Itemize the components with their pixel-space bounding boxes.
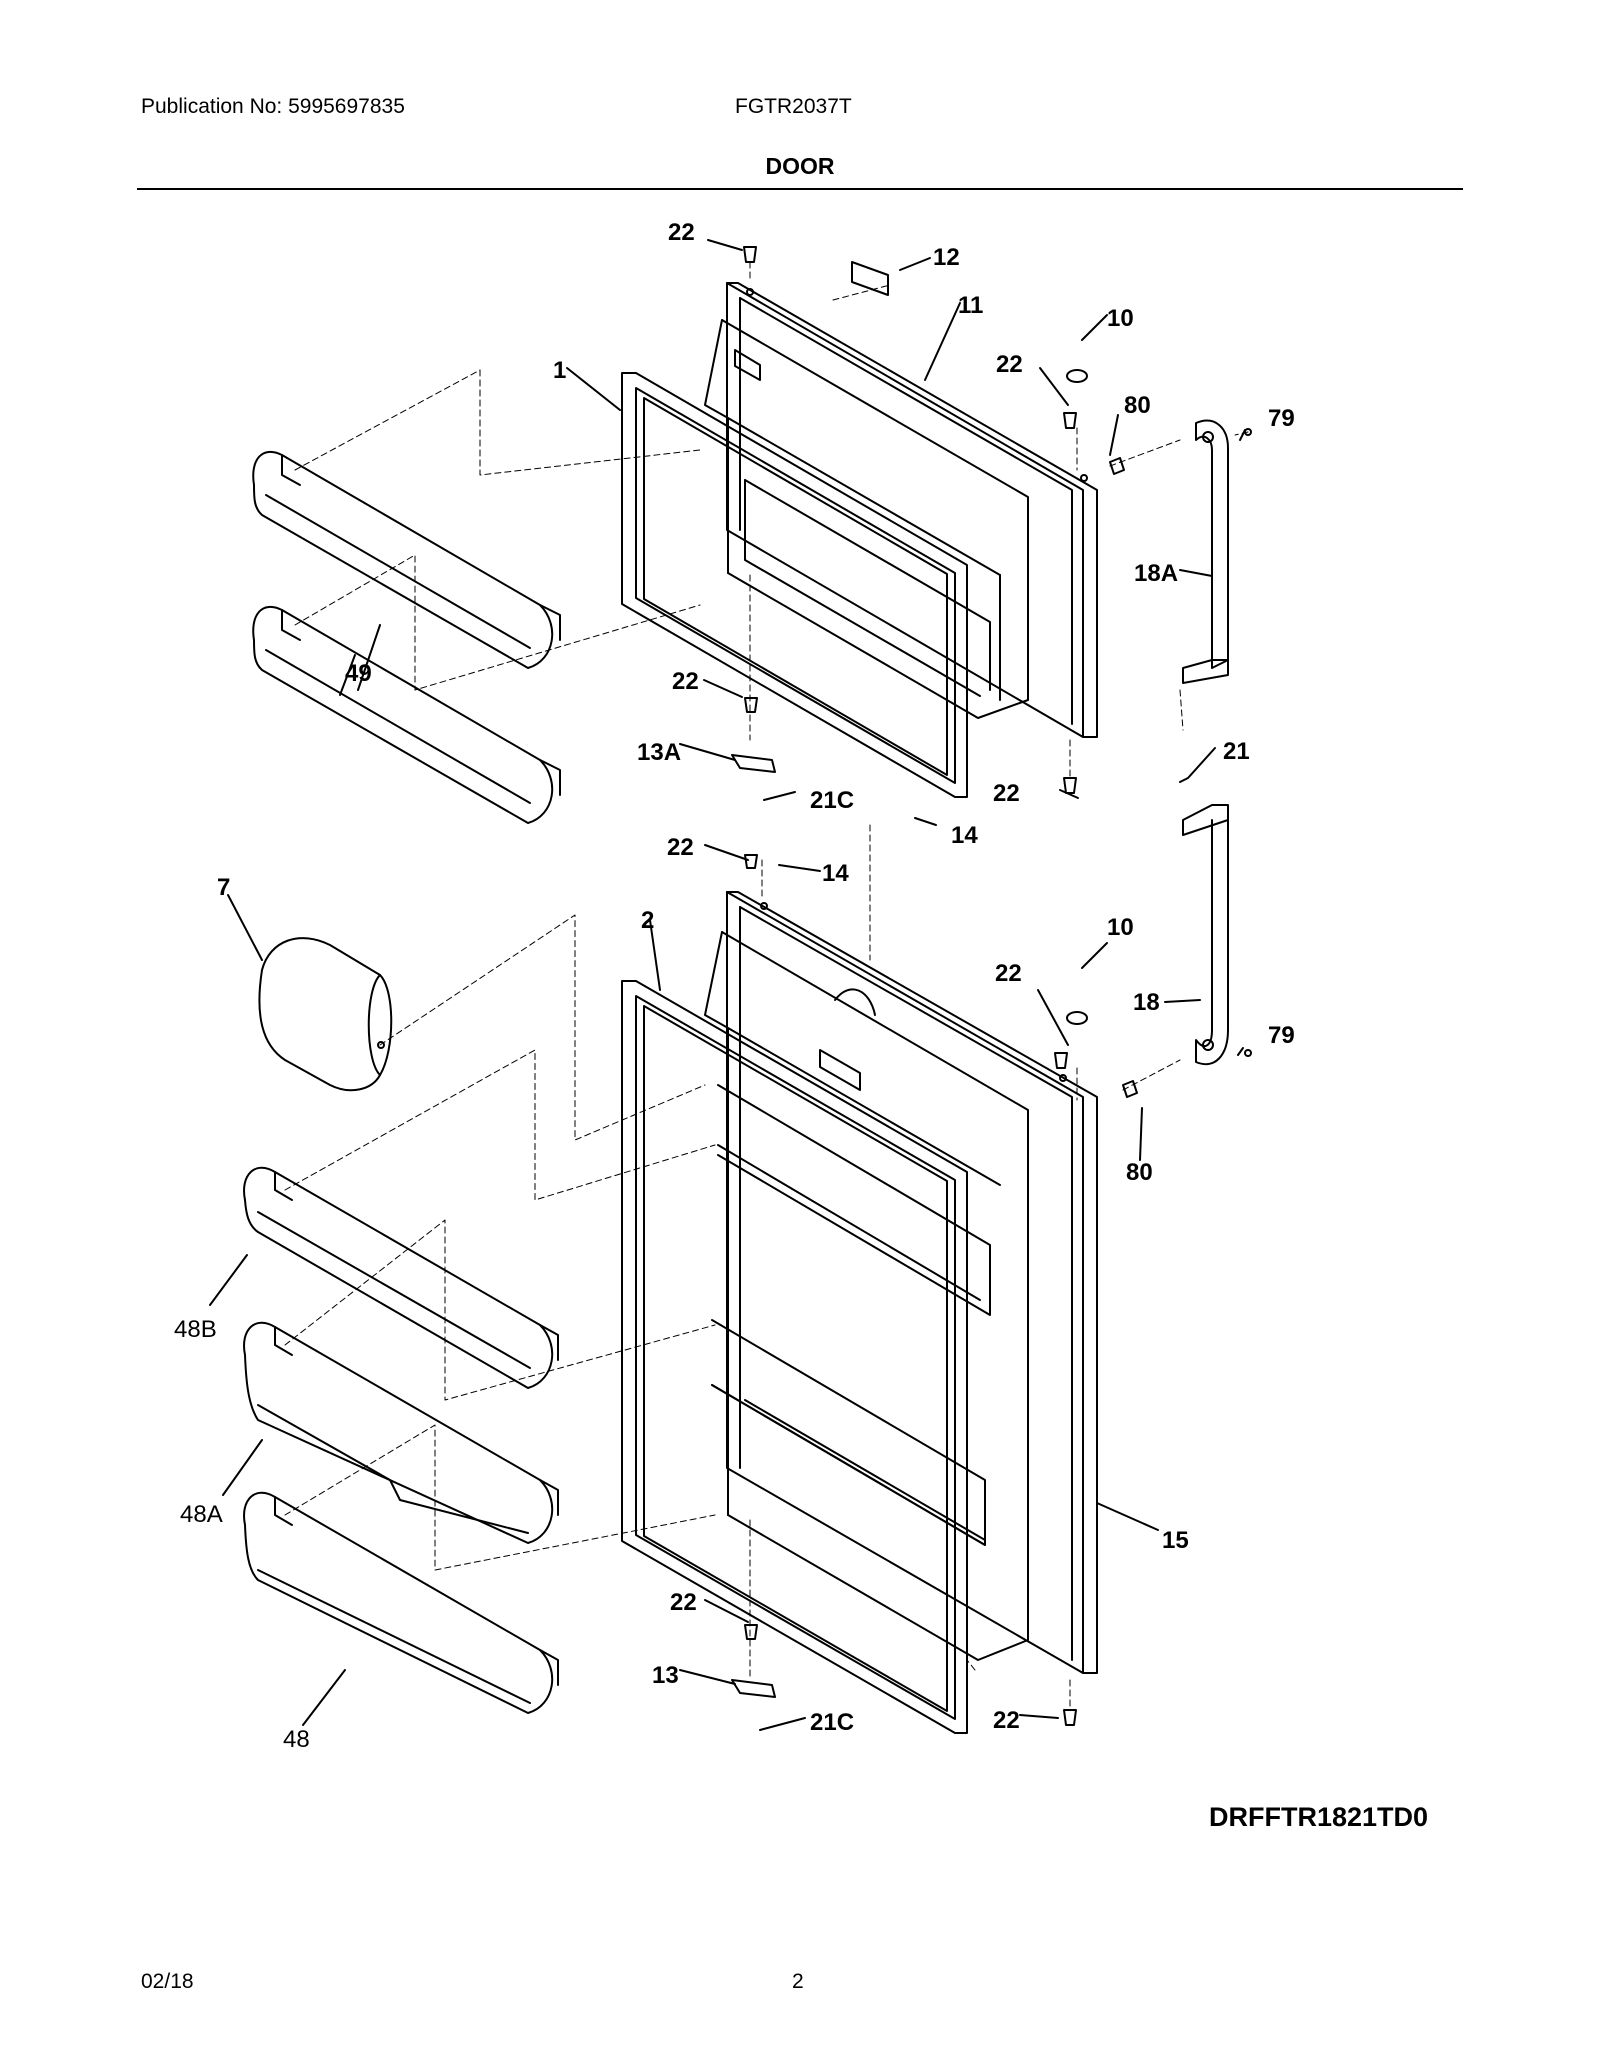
freezer-door-outer-panel — [726, 282, 1098, 738]
callout-21: 21 — [1223, 738, 1250, 765]
freezer-door-liner — [704, 319, 1029, 719]
callout-labels: 22 12 11 10 22 1 80 79 18A 49 22 13A 21C… — [174, 219, 1295, 1753]
callout-48: 48 — [283, 1726, 310, 1753]
publication-date: 02/18 — [141, 1970, 194, 1993]
fresh-food-door-outer-panel — [726, 891, 1098, 1674]
publication-number: Publication No: 5995697835 — [141, 95, 405, 118]
door-shelf-48B — [243, 1166, 559, 1389]
fresh-food-door-gasket — [621, 980, 968, 1734]
callout-79: 79 — [1268, 1022, 1295, 1049]
callout-22: 22 — [993, 1707, 1020, 1734]
callout-80: 80 — [1126, 1159, 1153, 1186]
callout-48B: 48B — [174, 1316, 217, 1343]
callout-22: 22 — [668, 219, 695, 246]
callout-22: 22 — [993, 780, 1020, 807]
callout-18A: 18A — [1134, 560, 1178, 587]
callout-14: 14 — [822, 860, 849, 887]
freezer-shelf-upper — [252, 450, 561, 669]
callout-80: 80 — [1124, 392, 1151, 419]
callout-21C: 21C — [810, 787, 854, 814]
hinge-pins-and-screws — [731, 246, 1252, 1726]
callout-79: 79 — [1268, 405, 1295, 432]
header-rule — [137, 188, 1463, 190]
callout-18: 18 — [1133, 989, 1160, 1016]
callout-48A: 48A — [180, 1501, 223, 1528]
assembly-lines — [284, 261, 1249, 1711]
fresh-food-door-liner — [704, 931, 1029, 1661]
callout-22: 22 — [995, 960, 1022, 987]
callout-22: 22 — [996, 351, 1023, 378]
callout-14: 14 — [951, 822, 978, 849]
freezer-door-gasket — [621, 372, 968, 798]
callout-21C: 21C — [810, 1709, 854, 1736]
callout-22: 22 — [667, 834, 694, 861]
door-shelf-48A — [243, 1321, 559, 1544]
callout-7: 7 — [217, 874, 230, 901]
freezer-shelf-lower — [252, 605, 561, 824]
freezer-door-handle — [1182, 419, 1229, 684]
leader-lines — [209, 239, 1246, 1731]
callout-1: 1 — [553, 357, 566, 384]
page-title: DOOR — [765, 153, 835, 179]
callout-15: 15 — [1162, 1527, 1189, 1554]
model-number: FGTR2037T — [735, 95, 852, 118]
callout-12: 12 — [933, 244, 960, 271]
diagram-code: DRFFTR1821TD0 — [1209, 1802, 1429, 1832]
callout-49: 49 — [345, 660, 372, 687]
callout-22: 22 — [670, 1589, 697, 1616]
callout-10: 10 — [1107, 914, 1134, 941]
callout-22: 22 — [672, 668, 699, 695]
callout-2: 2 — [641, 907, 654, 934]
callout-13: 13 — [652, 1662, 679, 1689]
callout-11: 11 — [958, 292, 983, 319]
fresh-food-door-handle — [1182, 804, 1229, 1066]
callout-10: 10 — [1107, 305, 1134, 332]
callout-13A: 13A — [637, 739, 681, 766]
door-shelf-48 — [243, 1491, 559, 1714]
page-number: 2 — [792, 1970, 804, 1993]
butter-bin-cover — [258, 937, 393, 1092]
